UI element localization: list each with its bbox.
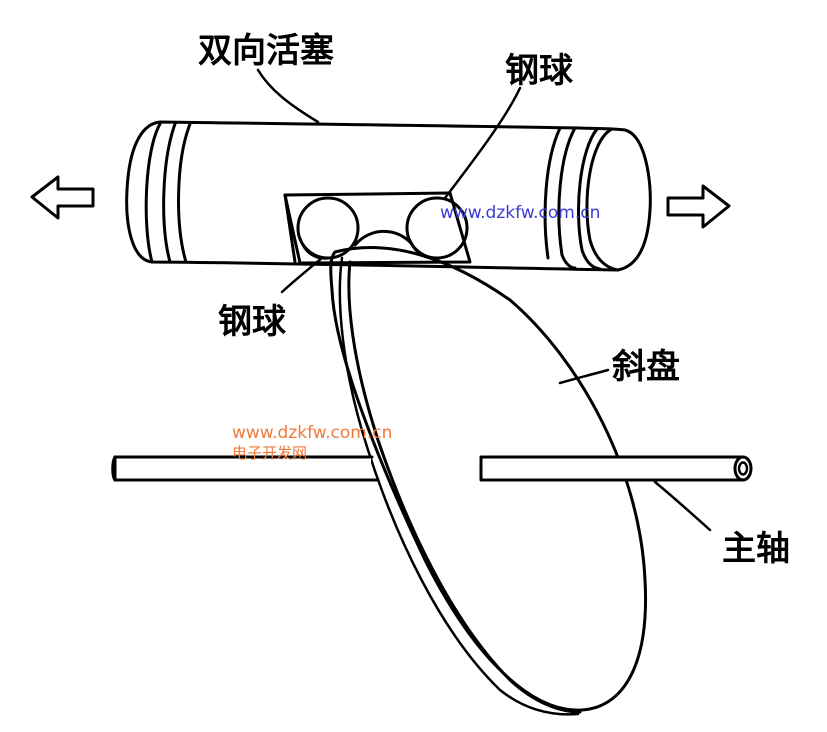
steel-ball-left — [296, 196, 360, 260]
swash-plate-edge — [353, 229, 414, 247]
double-acting-piston — [125, 120, 652, 272]
watermark-site-name: 电子开发网 — [232, 444, 307, 462]
label-main-shaft: 主轴 — [722, 529, 790, 569]
left-arrow-icon — [30, 175, 95, 220]
leader-swash-plate — [558, 368, 610, 385]
leader-main-shaft — [653, 480, 712, 532]
leader-ball-top — [443, 86, 522, 200]
watermark-url-blue: www.dzkfw.com.cn — [440, 203, 600, 223]
label-steel-ball-left: 钢球 — [218, 302, 287, 342]
leader-piston — [256, 68, 320, 124]
swash-plate — [329, 246, 648, 716]
label-double-acting-piston: 双向活塞 — [198, 31, 334, 71]
leader-ball-left — [280, 256, 324, 294]
label-swash-plate: 斜盘 — [612, 347, 680, 387]
label-steel-ball-top: 钢球 — [505, 51, 574, 91]
main-shaft — [111, 455, 753, 482]
right-arrow-icon — [666, 184, 731, 229]
watermark-url-orange: www.dzkfw.com.cn — [232, 423, 392, 443]
